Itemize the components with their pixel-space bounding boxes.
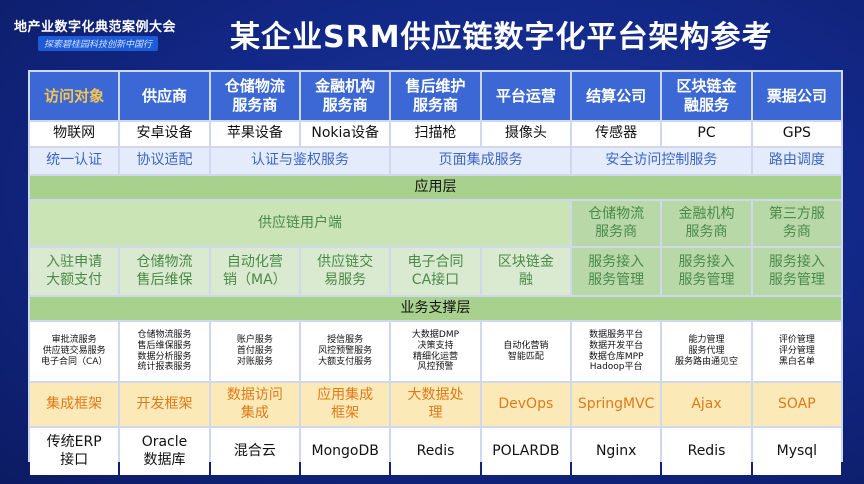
biz-service-cell: 能力管理 服务代理 服务路由通见空 — [662, 322, 751, 381]
header-cell: 平台运营 — [481, 72, 570, 120]
device-cell: 传感器 — [572, 122, 661, 146]
header-cell: 票据公司 — [752, 72, 841, 120]
app-cell-logistics: 仓储物流 服务商 — [572, 201, 661, 246]
framework-cell: SOAP — [752, 383, 841, 426]
app-service-cell: 电子合同 CA接口 — [391, 248, 480, 295]
device-cell: 摄像头 — [481, 122, 570, 146]
framework-cell: 数据访问 集成 — [210, 383, 299, 426]
event-logo: 地产业数字化典范案例大会 探索碧桂园科技创新中国行 — [8, 10, 198, 54]
infra-cell: Mysql — [752, 428, 841, 475]
app-service-cell: 供应链交 易服务 — [301, 248, 390, 295]
header-cell: 仓储物流 服务商 — [210, 72, 299, 120]
infra-cell: Redis — [391, 428, 480, 475]
framework-cell: 开发框架 — [120, 383, 209, 426]
app-layer-band: 应用层 — [30, 176, 841, 199]
device-cell: 安卓设备 — [120, 122, 209, 146]
framework-cell: Ajax — [662, 383, 751, 426]
biz-service-cell: 自动化营销 智能匹配 — [481, 322, 570, 381]
infra-cell: POLARDB — [481, 428, 570, 475]
access-cell-protocol: 协议适配 — [120, 148, 209, 174]
app-service-cell: 服务接入 服务管理 — [752, 248, 841, 295]
app-cell-third-party: 第三方服 务商 — [752, 201, 841, 246]
app-service-cell: 服务接入 服务管理 — [662, 248, 751, 295]
header-cell: 金融机构 服务商 — [301, 72, 390, 120]
architecture-grid: 访问对象 供应商 仓储物流 服务商 金融机构 服务商 售后维护 服务商 平台运营… — [28, 70, 843, 475]
framework-cell: SpringMVC — [572, 383, 661, 426]
biz-service-cell: 审批流服务 供应链交易服务 电子合同（CA） — [30, 322, 119, 381]
device-cell: 扫描枪 — [391, 122, 480, 146]
framework-cell: DevOps — [481, 383, 570, 426]
biz-layer-band: 业务支撑层 — [30, 297, 841, 320]
biz-service-cell: 仓储物流服务 售后维保服务 数据分析服务 统计报表服务 — [120, 322, 209, 381]
header-cell: 区块链金 融服务 — [662, 72, 751, 120]
biz-service-cell: 数据服务平台 数据开发平台 数据仓库MPP Hadoop平台 — [572, 322, 661, 381]
device-cell: PC — [662, 122, 751, 146]
biz-service-cell: 授信服务 风控预警服务 大额支付服务 — [301, 322, 390, 381]
app-service-cell: 区块链金 融 — [481, 248, 570, 295]
access-cell-auth-service: 认证与鉴权服务 — [210, 148, 390, 174]
biz-service-cell: 评价管理 评分管理 黑白名单 — [752, 322, 841, 381]
access-cell-page-integration: 页面集成服务 — [391, 148, 570, 174]
infra-cell: MongoDB — [301, 428, 390, 475]
framework-cell: 集成框架 — [30, 383, 119, 426]
device-cell: 苹果设备 — [210, 122, 299, 146]
infra-cell: 混合云 — [210, 428, 299, 475]
device-cell: Nokia设备 — [301, 122, 390, 146]
logo-title: 地产业数字化典范案例大会 — [14, 20, 177, 35]
framework-cell: 应用集成 框架 — [301, 383, 390, 426]
infra-cell: 传统ERP 接口 — [30, 428, 119, 475]
access-cell-unified-auth: 统一认证 — [30, 148, 119, 174]
device-cell: 物联网 — [30, 122, 119, 146]
page-title: 某企业SRM供应链数字化平台架构参考 — [230, 20, 773, 55]
header-cell-visitor: 访问对象 — [30, 72, 119, 120]
app-service-cell: 自动化营 销（MA） — [210, 248, 299, 295]
infra-cell: Oracle 数据库 — [120, 428, 209, 475]
access-cell-security: 安全访问控制服务 — [572, 148, 751, 174]
framework-cell: 大数据处 理 — [391, 383, 480, 426]
app-cell-finance: 金融机构 服务商 — [662, 201, 751, 246]
infra-cell: Nginx — [572, 428, 661, 475]
biz-service-cell: 大数据DMP 决策支持 精细化运营 风控预警 — [391, 322, 480, 381]
header-cell: 结算公司 — [572, 72, 661, 120]
device-cell: GPS — [752, 122, 841, 146]
infra-cell: Redis — [662, 428, 751, 475]
logo-subtitle: 探索碧桂园科技创新中国行 — [38, 36, 159, 51]
app-service-cell: 仓储物流 售后维保 — [120, 248, 209, 295]
header-cell: 供应商 — [120, 72, 209, 120]
app-service-cell: 入驻申请 大额支付 — [30, 248, 119, 295]
header-cell: 售后维护 服务商 — [391, 72, 480, 120]
supplier-portal: 供应链用户端 — [30, 201, 570, 246]
access-cell-routing: 路由调度 — [752, 148, 841, 174]
app-service-cell: 服务接入 服务管理 — [572, 248, 661, 295]
biz-service-cell: 账户服务 首付服务 对账服务 — [210, 322, 299, 381]
